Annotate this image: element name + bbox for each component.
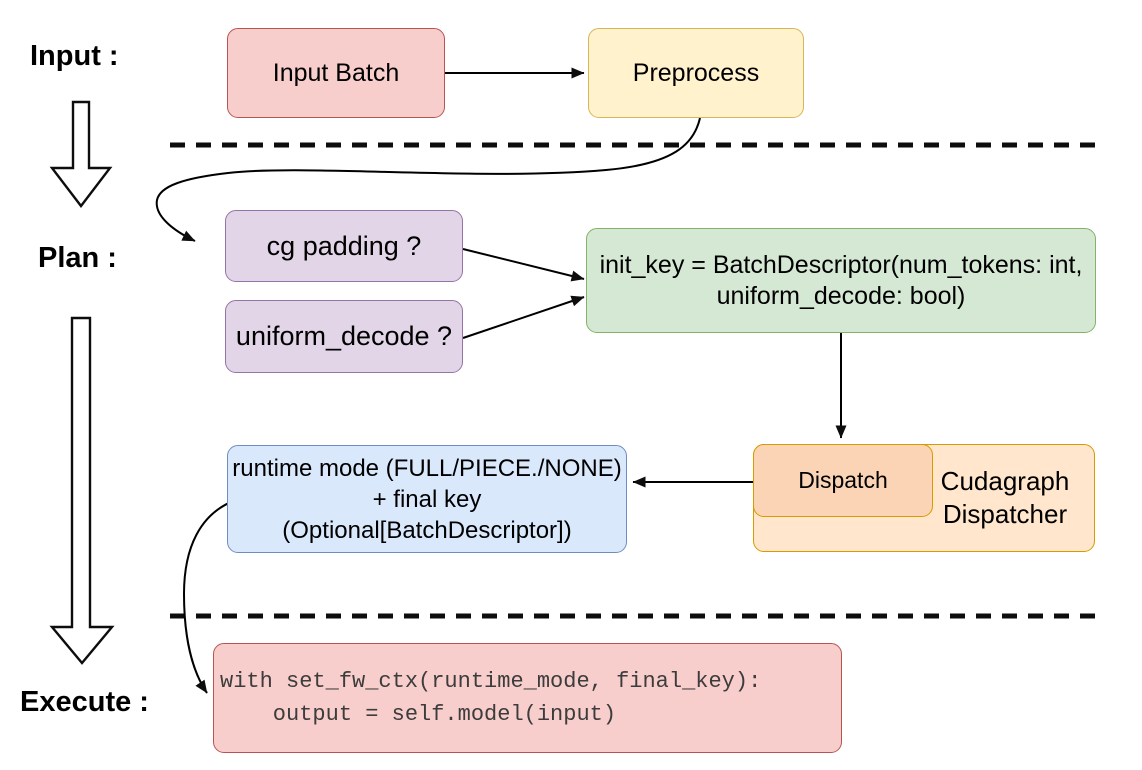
preprocess-node: Preprocess — [588, 28, 804, 118]
uniform-decode-node: uniform_decode ? — [225, 300, 463, 373]
dispatch-node: Dispatch — [753, 444, 933, 517]
plan-to-execute-arrow-icon — [49, 316, 115, 665]
input-batch-label: Input Batch — [272, 59, 400, 87]
cudagraph-dispatcher-label: Cudagraph Dispatcher — [940, 466, 1070, 529]
arrow-preprocess-to-cgpadding — [155, 117, 701, 242]
uniform-decode-label: uniform_decode ? — [235, 321, 453, 352]
arrow-cgpadding-to-initkey — [462, 248, 585, 282]
execute-code-node: with set_fw_ctx(runtime_mode, final_key)… — [213, 643, 842, 753]
input-stage-label: Input : — [30, 40, 119, 72]
cg-padding-node: cg padding ? — [225, 210, 463, 282]
runtime-mode-line1: runtime mode (FULL/PIECE./NONE) — [232, 454, 622, 482]
arrow-runtimemode-to-executecode — [182, 499, 237, 694]
dispatch-label: Dispatch — [798, 466, 888, 493]
preprocess-label: Preprocess — [632, 59, 760, 87]
execute-stage-label: Execute : — [20, 686, 149, 718]
runtime-mode-node: runtime mode (FULL/PIECE./NONE) + final … — [227, 445, 627, 553]
input-to-plan-arrow-icon — [49, 100, 113, 208]
execute-code-line2: output = self.model(input) — [220, 702, 617, 727]
input-batch-node: Input Batch — [227, 28, 445, 118]
execute-code-line1: with set_fw_ctx(runtime_mode, final_key)… — [220, 669, 762, 694]
init-key-line2: uniform_decode: bool) — [716, 281, 966, 310]
cg-padding-label: cg padding ? — [266, 230, 422, 261]
plan-stage-label: Plan : — [38, 242, 117, 274]
runtime-mode-line2: + final key (Optional[BatchDescriptor]) — [282, 485, 572, 544]
init-key-line1: init_key = BatchDescriptor(num_tokens: i… — [599, 250, 1083, 279]
init-key-node: init_key = BatchDescriptor(num_tokens: i… — [586, 228, 1096, 333]
arrow-uniformdecode-to-initkey — [462, 295, 585, 339]
